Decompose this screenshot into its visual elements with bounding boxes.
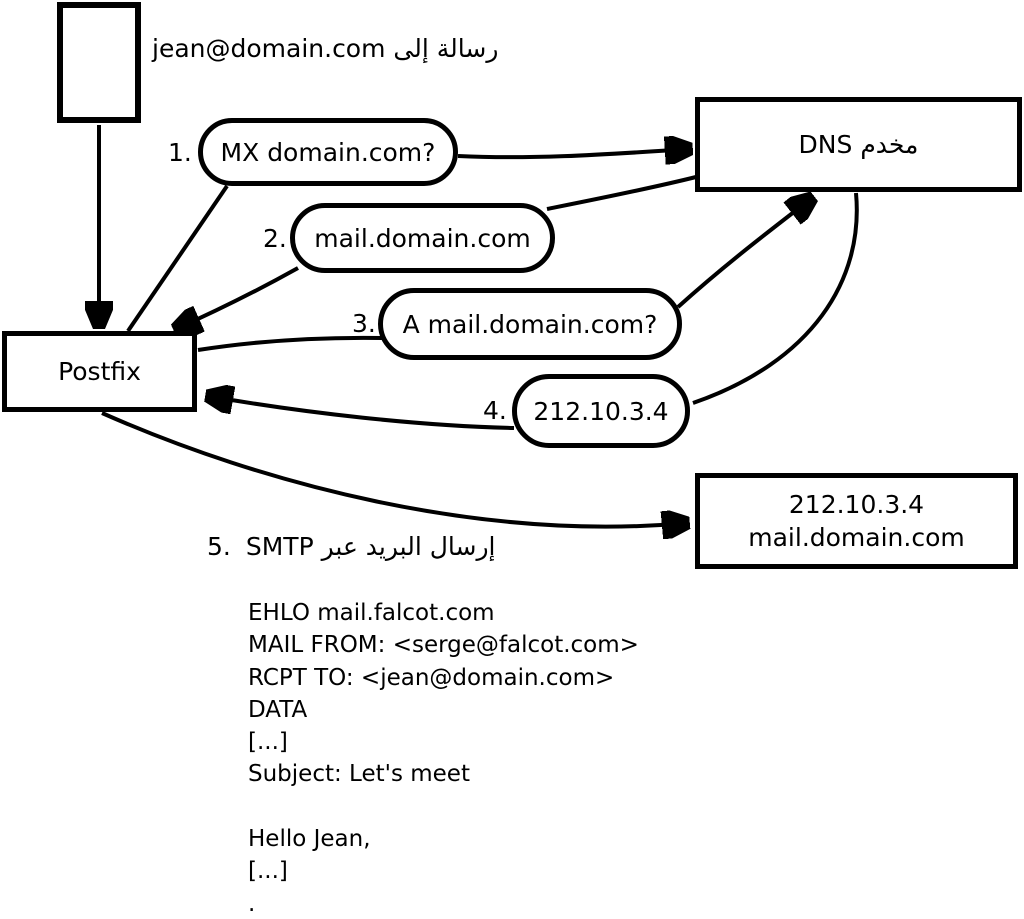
smtp-line: . <box>248 890 256 917</box>
step-3-a-query-bubble: A mail.domain.com? <box>378 288 682 360</box>
smtp-line: EHLO mail.falcot.com <box>248 600 495 626</box>
target-mail-server-box: 212.10.3.4 mail.domain.com <box>695 473 1018 569</box>
target-ip-label: 212.10.3.4 <box>788 490 925 519</box>
smtp-line: [...] <box>248 858 288 885</box>
step-5-number: 5. <box>207 532 231 561</box>
edge-dns-to-a-answer <box>692 192 859 405</box>
smtp-line <box>248 791 639 823</box>
dns-server-box: مخدم DNS <box>695 97 1022 192</box>
postfix-label: Postfix <box>58 357 141 386</box>
smtp-line: DATA <box>248 696 308 723</box>
edge-a-answer-to-postfix <box>208 396 515 430</box>
smtp-line: RCPT TO: <jean@domain.com> <box>248 664 615 691</box>
edge-dns-to-mx-answer <box>546 175 697 211</box>
step-4-number: 4. <box>483 396 507 425</box>
smtp-line: [...] <box>248 729 288 756</box>
step-2-mx-answer-text: mail.domain.com <box>314 223 531 253</box>
step-4-a-answer-bubble: 212.10.3.4 <box>512 374 690 448</box>
postfix-box: Postfix <box>2 331 197 412</box>
smtp-line: Hello Jean, <box>248 826 371 853</box>
edge-postfix-to-a-query <box>197 335 385 352</box>
step-4-a-answer-text: 212.10.3.4 <box>533 396 669 426</box>
edge-postfix-to-target-smtp <box>101 411 687 527</box>
smtp-line: MAIL FROM: <serge@falcot.com> <box>248 632 639 659</box>
step-3-a-query-text: A mail.domain.com? <box>402 309 658 339</box>
step-3-number: 3. <box>352 309 376 338</box>
sender-box <box>57 2 141 123</box>
edge-mx-query-to-dns <box>457 149 690 157</box>
edge-a-query-to-dns <box>676 198 812 309</box>
incoming-message-label: رسالة إلى jean@domain.com <box>152 34 499 63</box>
step-1-mx-query-text: MX domain.com? <box>220 137 436 167</box>
step-5-text: إرسال البريد عبر SMTP <box>245 532 496 561</box>
step-5-smtp-label: 5. إرسال البريد عبر SMTP <box>207 532 495 561</box>
smtp-line: Subject: Let's meet <box>248 761 470 788</box>
step-1-mx-query-bubble: MX domain.com? <box>198 118 458 186</box>
step-2-mx-answer-bubble: mail.domain.com <box>290 203 555 273</box>
edge-mx-answer-to-postfix <box>176 266 299 329</box>
dns-server-label: مخدم DNS <box>798 130 919 159</box>
target-hostname-label: mail.domain.com <box>748 523 965 552</box>
edge-postfix-to-mx-query <box>126 184 229 333</box>
step-2-number: 2. <box>263 224 287 253</box>
step-1-number: 1. <box>168 138 192 167</box>
